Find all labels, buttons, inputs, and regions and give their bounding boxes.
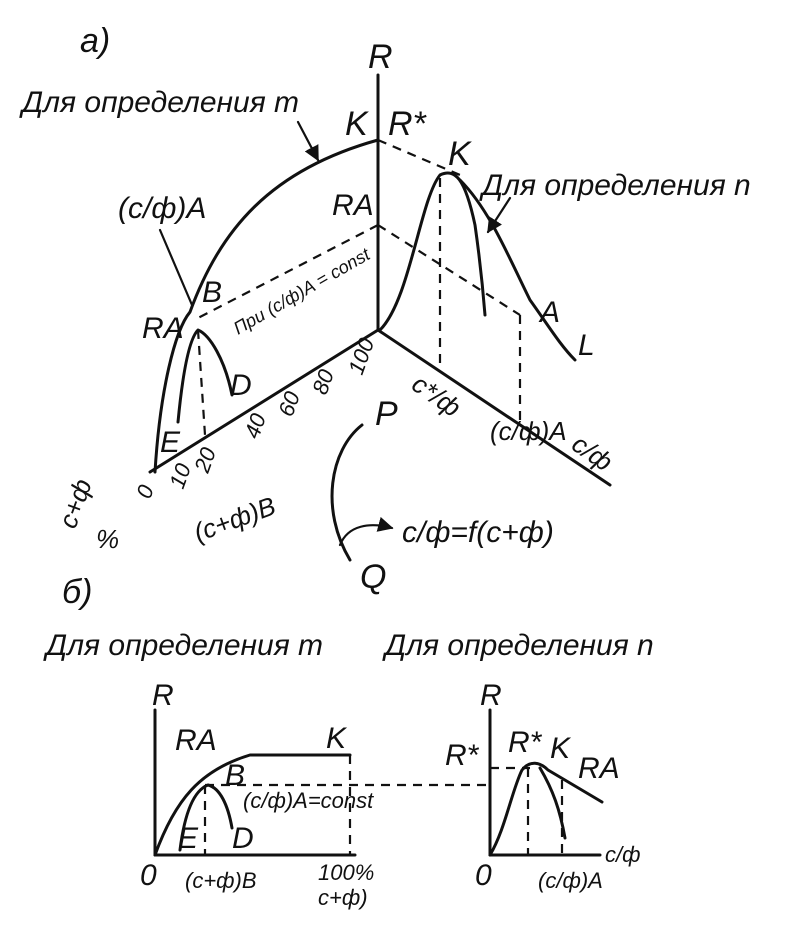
subplot-right: R R* R* K RA 0 (c/ф)A c/ф xyxy=(445,679,641,893)
left-e-label: E xyxy=(178,822,199,855)
caption-determine-m: Для определения m xyxy=(19,86,299,119)
label-d: D xyxy=(230,369,252,402)
left-origin: 0 xyxy=(140,859,157,892)
leader-n xyxy=(486,196,512,234)
left-ra-curve xyxy=(153,753,352,857)
tick-100: 100 xyxy=(343,334,379,378)
label-rstar: R* xyxy=(388,105,428,143)
p-q-curve xyxy=(330,423,364,562)
left-tick-100: 100% xyxy=(318,860,374,885)
right-ra-label: RA xyxy=(578,752,620,785)
n-curve-inner xyxy=(378,171,487,332)
cf-axis xyxy=(376,328,612,487)
percent-label: % xyxy=(96,524,119,554)
tick-0: 0 xyxy=(131,481,159,502)
left-b-label: B xyxy=(225,759,245,792)
subplot-left: R RA K B (c/ф)A=const E D 0 (c+ф)B 100% … xyxy=(140,679,374,910)
left-d-label: D xyxy=(232,822,254,855)
right-rstar-peak-label: R* xyxy=(508,726,543,759)
right-inner-curve xyxy=(538,766,567,840)
left-x-label: c+ф) xyxy=(318,885,368,910)
cf-axis-label: c/ф xyxy=(567,428,619,477)
label-ra-axis: RA xyxy=(332,189,374,222)
label-p: P xyxy=(375,395,398,433)
label-cf-a-axis: (c/ф)A xyxy=(490,416,567,446)
caption-b-m: Для определения m xyxy=(43,629,323,662)
cplusf-axis xyxy=(148,328,380,474)
formula-arrow xyxy=(338,516,394,547)
right-k-label: K xyxy=(550,732,572,765)
right-x-label: c/ф xyxy=(605,842,641,867)
panel-label-b: б) xyxy=(62,573,92,611)
label-k-left: K xyxy=(345,105,369,143)
dash-cplusfb-vertical xyxy=(196,329,207,436)
label-a: A xyxy=(538,296,560,329)
tick-labels: 0 10 20 40 60 80 100 xyxy=(131,334,379,502)
label-l: L xyxy=(578,329,595,362)
right-r-label: R xyxy=(480,679,502,712)
caption-determine-n: Для определения n xyxy=(479,169,751,202)
label-cf-a: (c/ф)A xyxy=(118,192,206,225)
label-cstar-f: c*/ф xyxy=(407,368,467,422)
label-cplusf-b: (c+ф)B xyxy=(190,491,280,548)
caption-b-n: Для определения n xyxy=(382,629,654,662)
r-axis-label: R xyxy=(368,38,393,76)
const-note: При (c/ф)A = const xyxy=(230,244,374,339)
label-q: Q xyxy=(360,558,386,596)
label-e: E xyxy=(160,426,181,459)
label-b: B xyxy=(202,276,222,309)
left-const-label: (c/ф)A=const xyxy=(243,788,374,813)
dash-ra-right xyxy=(377,224,521,316)
left-ra-label: RA xyxy=(175,724,217,757)
right-ra-curve xyxy=(488,761,604,857)
right-rstar-axis-label: R* xyxy=(445,739,480,772)
panel-label-a: а) xyxy=(80,22,110,60)
left-r-label: R xyxy=(152,679,174,712)
leader-cf-a xyxy=(158,228,194,307)
hump-curve-bd xyxy=(176,328,234,424)
leader-m xyxy=(296,120,320,162)
label-k-right: K xyxy=(448,135,472,173)
right-origin: 0 xyxy=(475,859,492,892)
left-tick-b: (c+ф)B xyxy=(185,868,257,893)
cplusf-axis-label: c+ф xyxy=(52,475,97,532)
n-curve-outer xyxy=(458,178,577,362)
formula: c/ф=f(c+ф) xyxy=(402,516,554,549)
left-k-label: K xyxy=(326,722,348,755)
m-curve xyxy=(153,138,380,474)
right-tick-cfa: (c/ф)A xyxy=(538,868,603,893)
dash-ra-left xyxy=(197,224,379,319)
label-ra-left: RA xyxy=(142,312,184,345)
